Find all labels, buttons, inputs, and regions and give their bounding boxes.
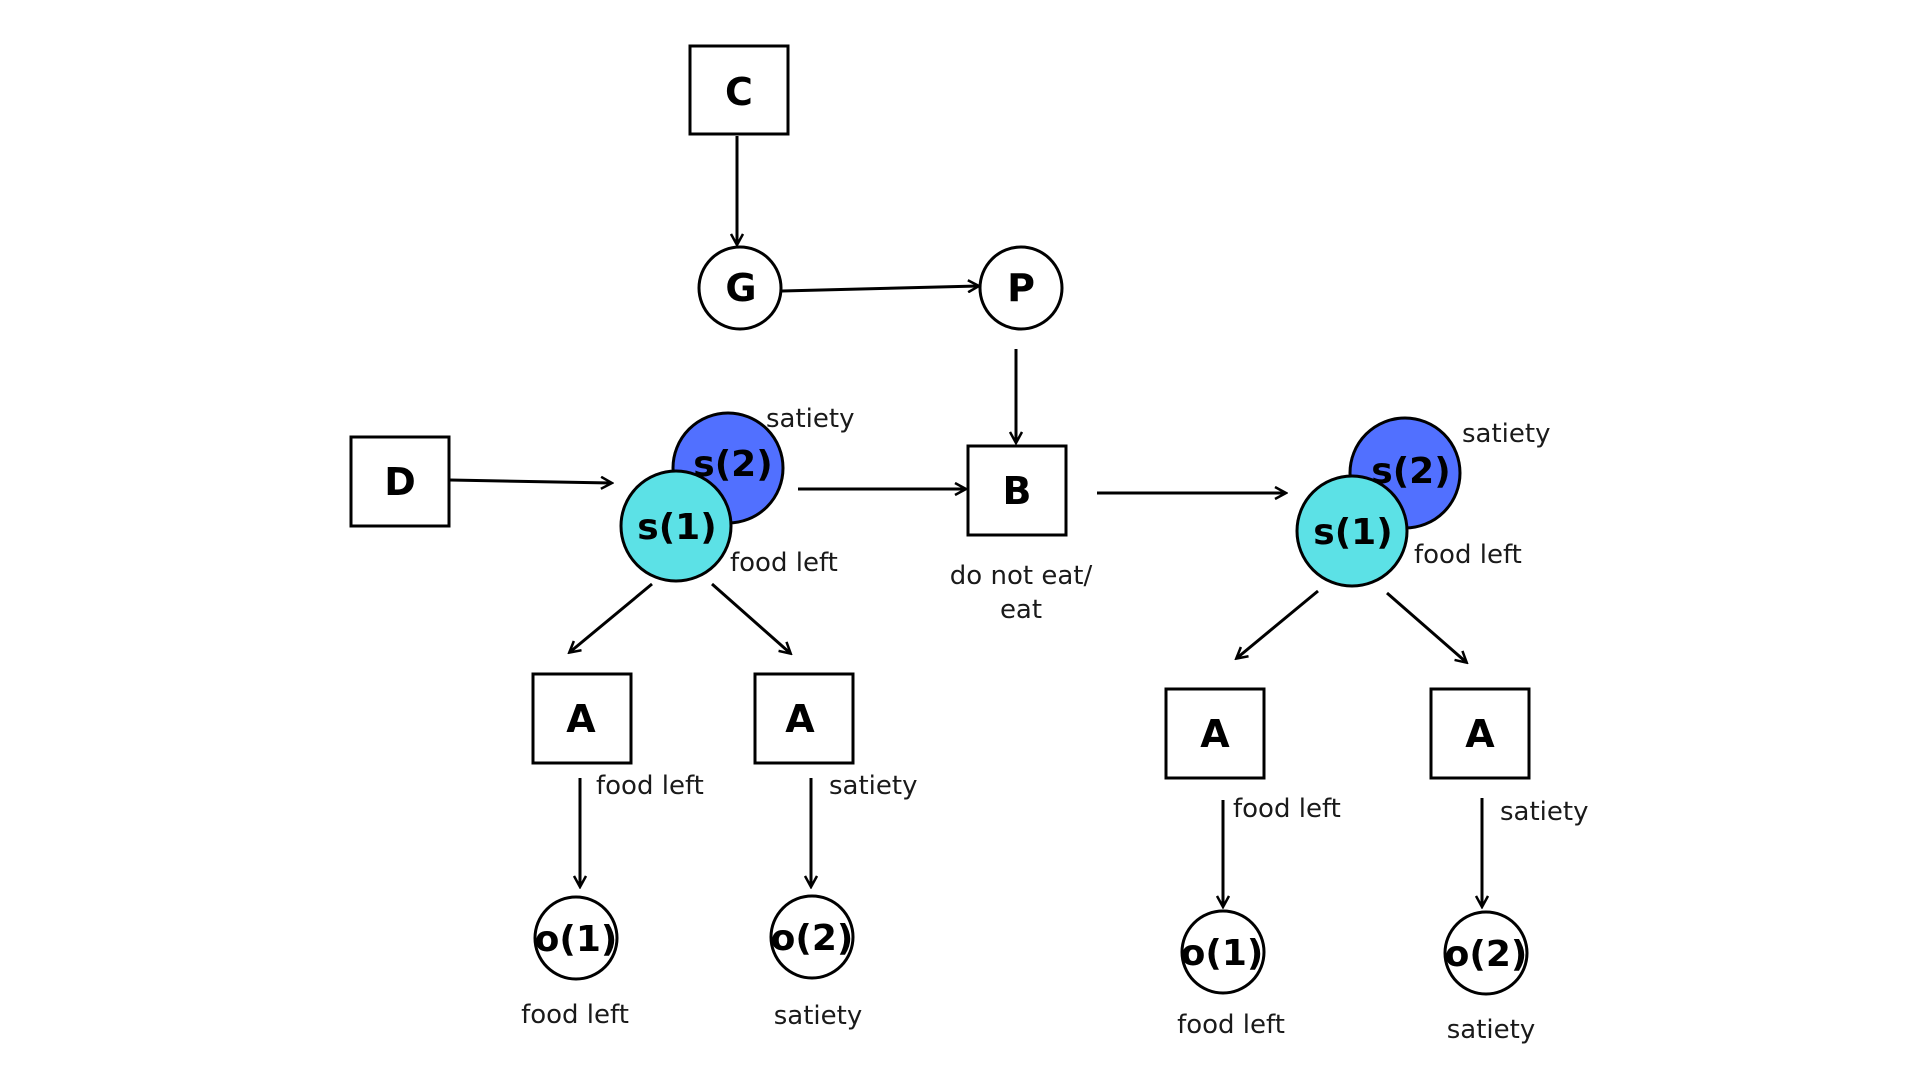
o1-right-caption: food left xyxy=(1177,1010,1285,1040)
b-caption-line1: do not eat/ xyxy=(950,561,1093,591)
node-c: C xyxy=(688,44,790,136)
s2-left-caption: satiety xyxy=(766,404,854,434)
node-p-label: P xyxy=(1007,266,1035,310)
a1-left-caption: food left xyxy=(596,771,704,801)
state-pair-left: s(2) s(1) xyxy=(619,411,785,583)
b-caption-line2: eat xyxy=(1000,595,1042,625)
o2-left-caption: satiety xyxy=(774,1001,862,1031)
node-a2-left: A xyxy=(753,672,855,765)
edge-s-to-a1-right xyxy=(1237,589,1319,658)
node-o1-right-label: o(1) xyxy=(1181,933,1264,974)
node-a2-right-label: A xyxy=(1465,712,1495,756)
o1-left-caption: food left xyxy=(521,1000,629,1030)
node-c-label: C xyxy=(725,70,753,114)
a1-right-caption: food left xyxy=(1233,794,1341,824)
node-g-label: G xyxy=(725,266,756,310)
s1-left-caption: food left xyxy=(730,548,838,578)
node-s1-left-label: s(1) xyxy=(637,507,716,548)
node-s1-left-circle xyxy=(619,469,733,583)
s2-right-caption: satiety xyxy=(1462,419,1550,449)
s1-right-caption: food left xyxy=(1414,540,1522,570)
node-d: D xyxy=(349,435,451,528)
node-o1-right: o(1) xyxy=(1180,909,1266,995)
a2-left-caption: satiety xyxy=(829,771,917,801)
state-pair-right: s(2) s(1) xyxy=(1295,416,1462,588)
o2-right-caption: satiety xyxy=(1447,1015,1535,1045)
node-d-label: D xyxy=(384,460,416,504)
edge-g-to-p xyxy=(781,286,978,291)
node-g: G xyxy=(697,245,783,331)
node-a1-left-label: A xyxy=(566,697,596,741)
edge-s-to-a2-right xyxy=(1386,591,1466,662)
node-p: P xyxy=(978,245,1064,331)
edge-d-to-s xyxy=(449,480,611,483)
node-s1-right-label: s(1) xyxy=(1313,512,1392,553)
node-s1-right-circle xyxy=(1295,474,1409,588)
edge-s-to-a2-left xyxy=(711,582,790,653)
edge-s-to-a1-left xyxy=(570,582,653,652)
a2-right-caption: satiety xyxy=(1500,797,1588,827)
node-o2-left-label: o(2) xyxy=(771,918,854,959)
node-a1-right: A xyxy=(1164,687,1266,780)
node-o2-left: o(2) xyxy=(769,894,855,980)
node-o2-right-label: o(2) xyxy=(1445,934,1528,975)
node-a2-left-label: A xyxy=(785,697,815,741)
node-o1-left: o(1) xyxy=(533,895,619,981)
node-s2-left-label: s(2) xyxy=(693,444,772,485)
node-b-label: B xyxy=(1003,469,1032,513)
node-o1-left-label: o(1) xyxy=(535,919,618,960)
node-o2-right: o(2) xyxy=(1443,910,1529,996)
node-a1-left: A xyxy=(531,672,633,765)
node-a1-right-label: A xyxy=(1200,712,1230,756)
node-a2-right: A xyxy=(1429,687,1531,780)
node-b: B xyxy=(966,444,1068,537)
